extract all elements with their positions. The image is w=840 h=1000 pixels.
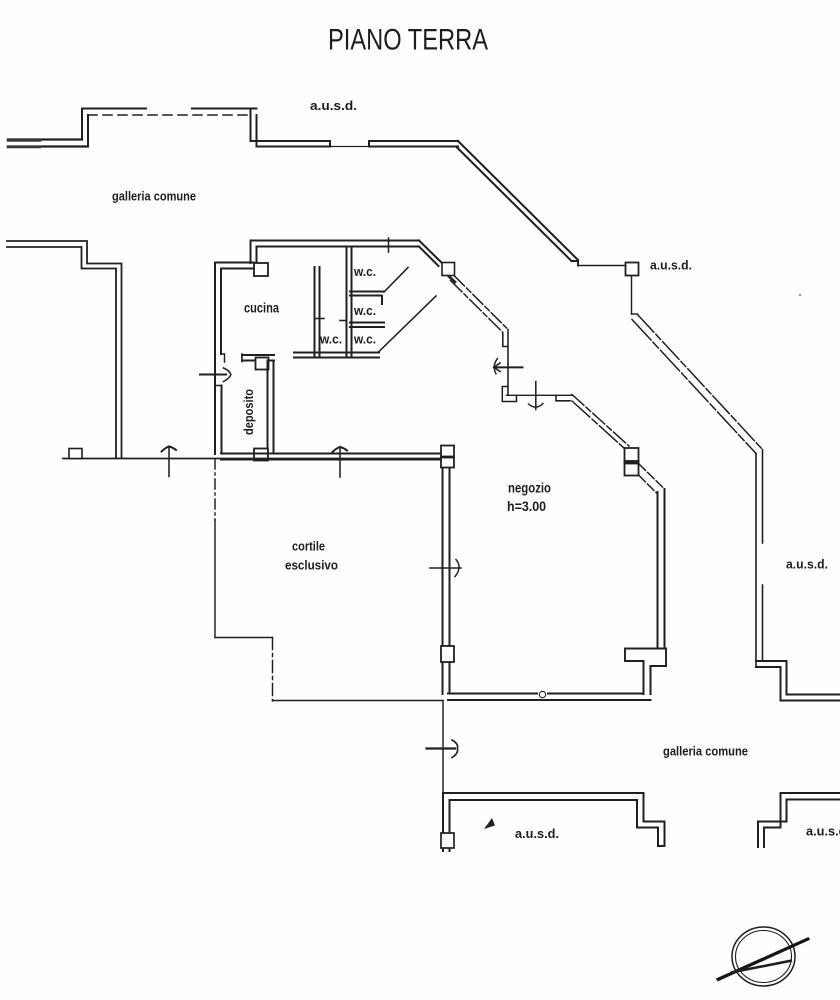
svg-text:galleria comune: galleria comune [663, 744, 748, 759]
svg-text:w.c.: w.c. [353, 332, 376, 347]
svg-text:a.u.s.d.: a.u.s.d. [786, 557, 828, 572]
svg-text:cortile: cortile [292, 539, 325, 554]
svg-text:esclusivo: esclusivo [285, 558, 338, 573]
svg-text:a.u.s.d.: a.u.s.d. [515, 826, 559, 841]
svg-text:w.c.: w.c. [353, 303, 376, 318]
svg-text:galleria comune: galleria comune [112, 189, 196, 204]
svg-text:a.u.s.d.: a.u.s.d. [310, 98, 357, 113]
svg-text:w.c.: w.c. [353, 264, 376, 279]
svg-text:a.u.s.d.: a.u.s.d. [650, 258, 692, 273]
svg-text:a.u.s.d.: a.u.s.d. [806, 824, 840, 839]
svg-text:negozio: negozio [508, 481, 551, 496]
svg-text:cucina: cucina [244, 301, 279, 316]
svg-text:h=3.00: h=3.00 [507, 499, 546, 514]
svg-text:deposito: deposito [241, 389, 256, 435]
svg-text:w.c.: w.c. [319, 332, 342, 347]
svg-text:PIANO TERRA: PIANO TERRA [328, 24, 488, 57]
